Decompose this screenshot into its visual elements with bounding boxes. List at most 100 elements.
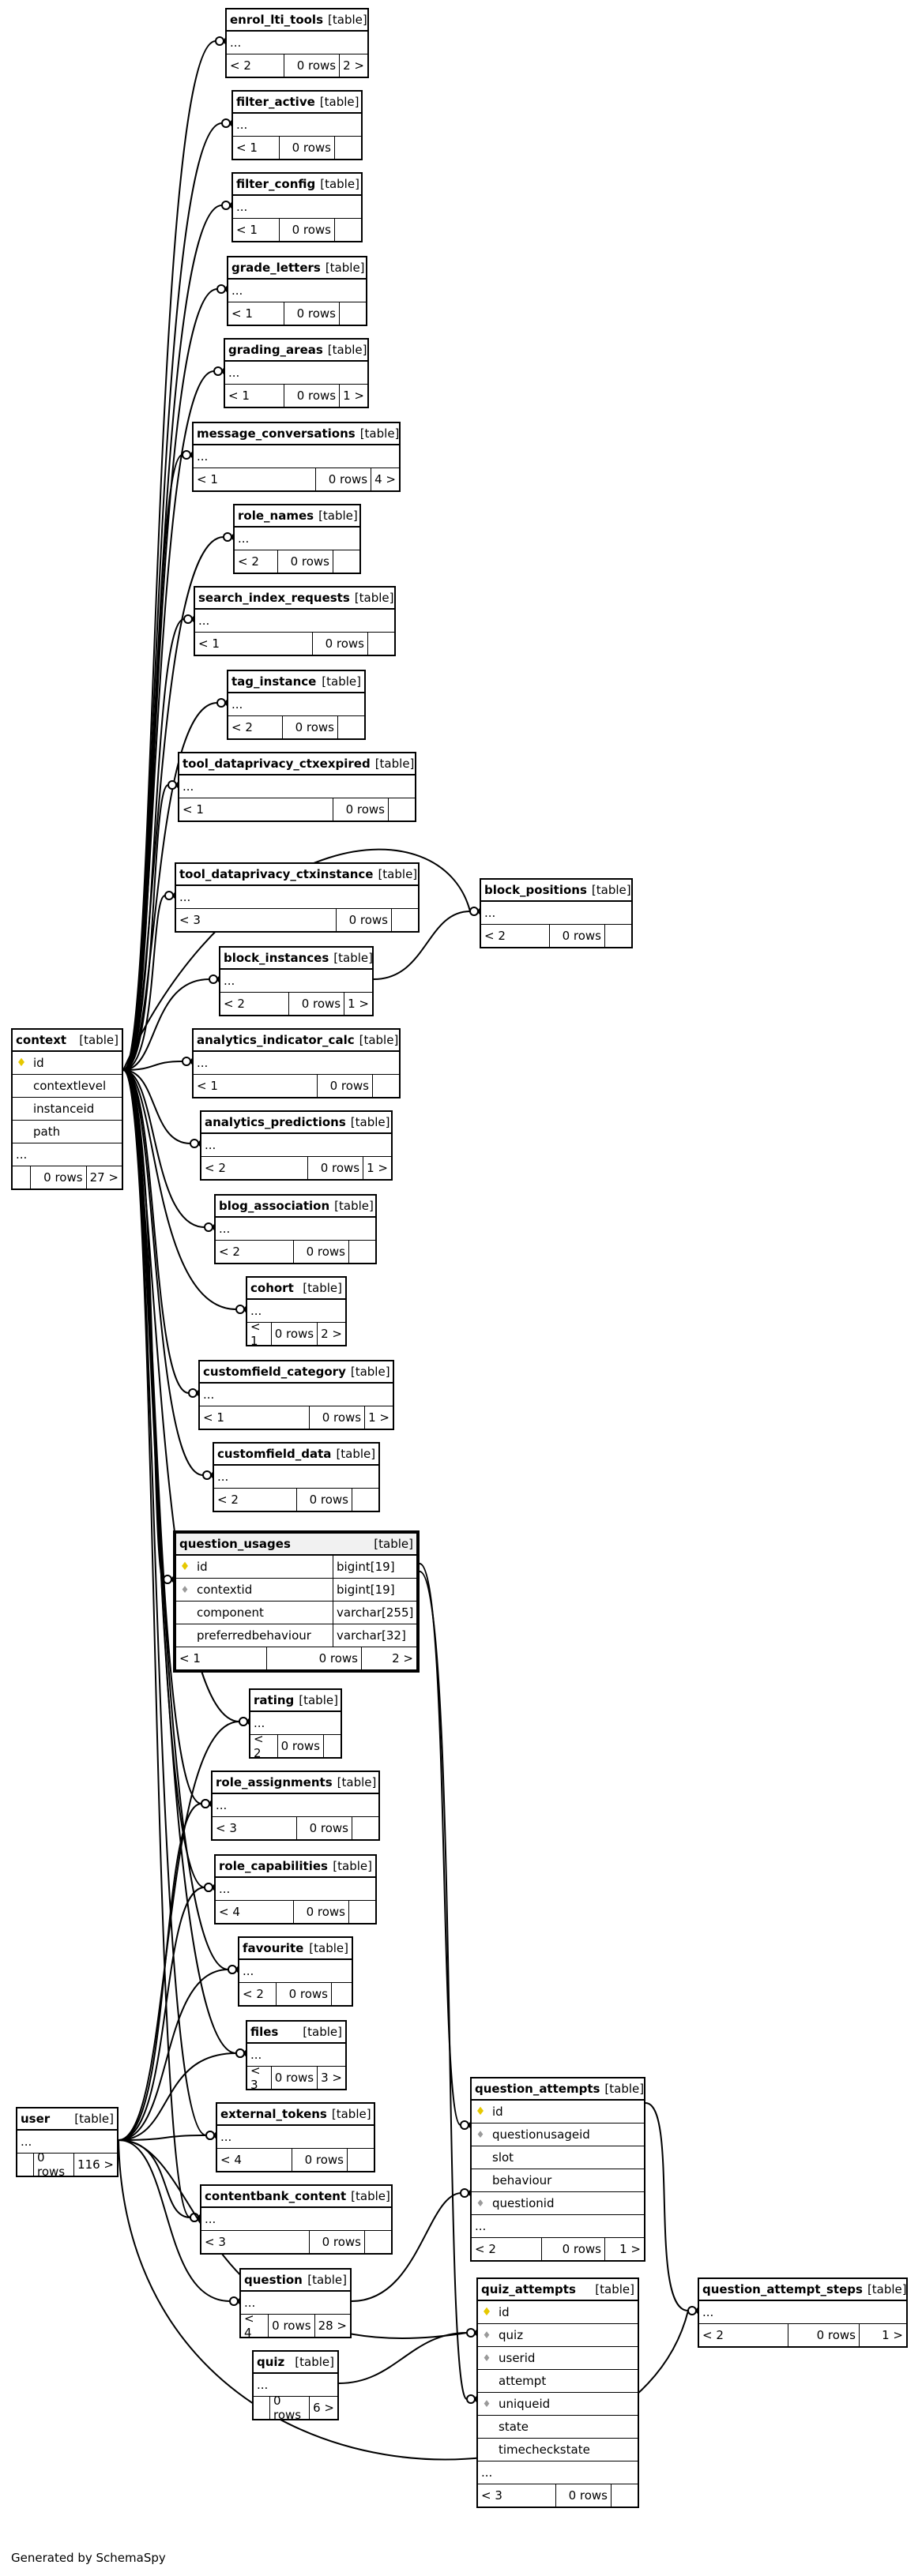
- children-count[interactable]: 4 >: [371, 468, 399, 490]
- parents-count[interactable]: [13, 1166, 30, 1188]
- table-tool_dataprivacy_ctxinstance[interactable]: tool_dataprivacy_ctxinstance[table] ... …: [175, 862, 420, 933]
- parents-count[interactable]: < 2: [254, 1732, 264, 1760]
- children-count[interactable]: 1 >: [859, 2324, 906, 2346]
- parents-count[interactable]: < 1: [228, 389, 250, 403]
- table-context[interactable]: context[table] ♦id contextlevel instance…: [11, 1028, 123, 1190]
- parents-count[interactable]: < 1: [198, 636, 220, 651]
- parents-count[interactable]: < 2: [205, 1161, 226, 1175]
- children-count[interactable]: 3 >: [317, 2067, 345, 2089]
- parents-count[interactable]: < 2: [702, 2328, 724, 2342]
- children-count[interactable]: 1 >: [344, 993, 372, 1015]
- table-tool_dataprivacy_ctxexpired[interactable]: tool_dataprivacy_ctxexpired[table] ... <…: [178, 752, 416, 822]
- children-count[interactable]: 2 >: [361, 1647, 416, 1669]
- children-count[interactable]: 28 >: [314, 2315, 350, 2337]
- parents-count[interactable]: < 2: [217, 1493, 239, 1507]
- children-count[interactable]: [388, 798, 415, 820]
- children-count[interactable]: [347, 2149, 374, 2171]
- children-count[interactable]: [611, 2484, 638, 2507]
- parents-count[interactable]: < 1: [197, 472, 218, 486]
- children-count[interactable]: [323, 1735, 341, 1757]
- parents-count[interactable]: < 3: [250, 2063, 261, 2092]
- children-count[interactable]: [331, 1983, 352, 2005]
- children-count[interactable]: 1 >: [604, 2238, 644, 2260]
- children-count[interactable]: [337, 716, 364, 738]
- children-count[interactable]: 27 >: [85, 1166, 122, 1188]
- parents-count[interactable]: < 3: [179, 913, 201, 927]
- parents-count[interactable]: < 2: [484, 929, 506, 943]
- parents-count[interactable]: < 2: [219, 1245, 240, 1259]
- children-count[interactable]: [352, 1817, 378, 1839]
- parents-count[interactable]: < 4: [220, 2153, 242, 2167]
- children-count[interactable]: [339, 302, 366, 325]
- parents-count[interactable]: [17, 2154, 33, 2176]
- children-count[interactable]: [604, 925, 631, 947]
- parents-count[interactable]: < 1: [236, 141, 258, 155]
- parents-count[interactable]: < 3: [481, 2488, 502, 2503]
- parents-count[interactable]: < 2: [238, 554, 259, 569]
- children-count[interactable]: [334, 137, 361, 159]
- children-count[interactable]: [391, 909, 418, 931]
- children-count[interactable]: 2 >: [339, 54, 367, 77]
- parents-count[interactable]: < 1: [250, 1320, 261, 1348]
- parents-count[interactable]: < 1: [231, 306, 253, 321]
- children-count[interactable]: 2 >: [317, 1323, 345, 1345]
- parents-count[interactable]: [254, 2397, 269, 2419]
- children-count[interactable]: [352, 1489, 378, 1511]
- parents-count[interactable]: < 3: [216, 1821, 237, 1835]
- parents-count[interactable]: < 4: [219, 1905, 240, 1919]
- parents-count[interactable]: < 2: [224, 997, 245, 1011]
- parents-count[interactable]: < 1: [183, 802, 204, 817]
- parents-count[interactable]: < 1: [197, 1079, 218, 1093]
- children-count[interactable]: [372, 1075, 399, 1097]
- parents-count[interactable]: < 2: [243, 1987, 264, 2001]
- table-question_attempts[interactable]: question_attempts[table] ♦id ♦questionus…: [470, 2077, 645, 2262]
- children-count[interactable]: 116 >: [73, 2154, 117, 2176]
- parents-count[interactable]: < 2: [475, 2242, 496, 2256]
- children-count[interactable]: [333, 550, 359, 573]
- table-quiz_attempts[interactable]: quiz_attempts[table] ♦id ♦quiz ♦userid a…: [476, 2277, 639, 2508]
- children-count[interactable]: [364, 2231, 391, 2253]
- parents-count[interactable]: < 4: [244, 2311, 254, 2340]
- children-count[interactable]: [367, 633, 394, 655]
- parents-count[interactable]: < 2: [230, 58, 251, 73]
- parents-count[interactable]: < 2: [231, 720, 253, 734]
- children-count[interactable]: 6 >: [309, 2397, 337, 2419]
- parents-count[interactable]: < 1: [236, 223, 258, 237]
- parents-count[interactable]: < 1: [179, 1651, 201, 1665]
- children-count[interactable]: [334, 219, 361, 241]
- children-count[interactable]: [348, 1901, 375, 1923]
- parents-count[interactable]: < 1: [203, 1410, 224, 1425]
- children-count[interactable]: [348, 1241, 375, 1263]
- children-count[interactable]: 1 >: [364, 1406, 393, 1429]
- children-count[interactable]: 1 >: [339, 385, 367, 407]
- children-count[interactable]: 1 >: [363, 1157, 391, 1179]
